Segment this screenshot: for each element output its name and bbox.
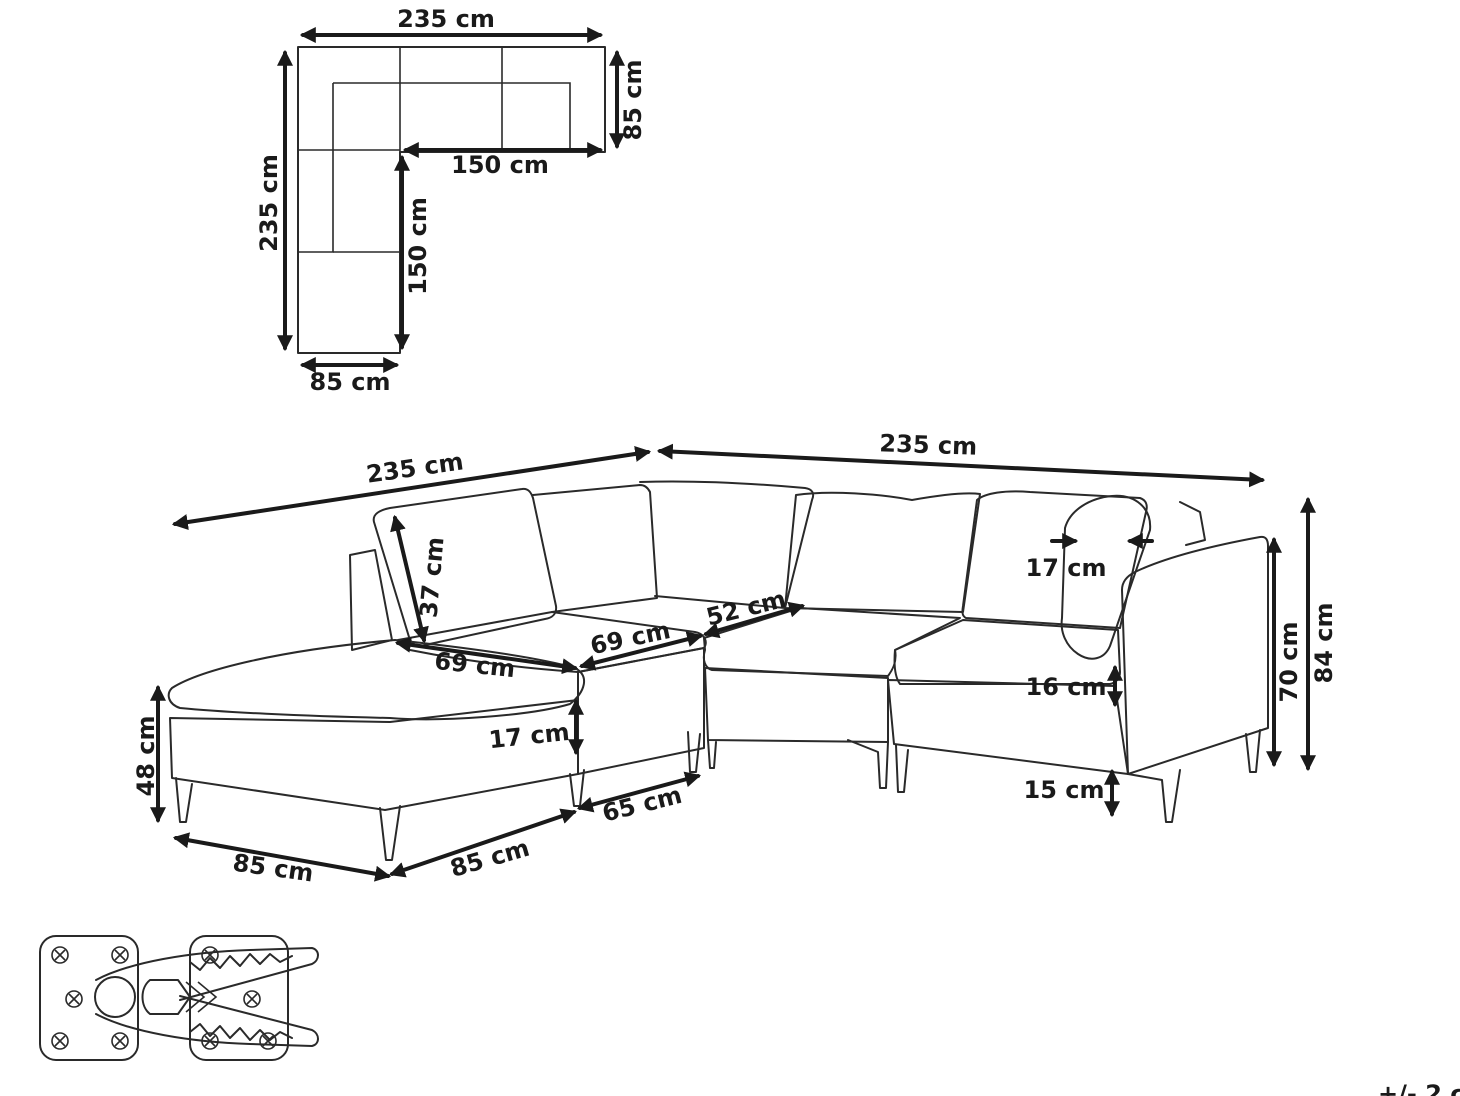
module-depth-label: 65 cm (599, 781, 684, 828)
right-length-arrow (656, 443, 1266, 488)
back-cushion-4 (784, 491, 981, 613)
connector-pivot (94, 976, 136, 1018)
bolster-cushion (1060, 494, 1152, 660)
top-bottom-width-label: 85 cm (310, 368, 391, 396)
top-depth-right-label: 85 cm (619, 60, 647, 141)
top-height-left-label: 235 cm (255, 154, 283, 252)
connector-slot (141, 979, 191, 1015)
ottoman-height-label: 48 cm (132, 716, 160, 797)
back-height-label: 70 cm (1275, 622, 1303, 703)
back-cushion-2 (532, 484, 658, 613)
back-cushion-5 (961, 490, 1148, 629)
seat-depth-left-label: 69 cm (433, 647, 516, 683)
cushion-height-label: 37 cm (415, 536, 450, 619)
left-side-panel (349, 549, 393, 651)
seat-depth-mid-arrow (578, 631, 704, 671)
corner-seat-base (704, 667, 889, 743)
left-length-arrow (171, 446, 652, 530)
ottoman-width-arrow (172, 832, 392, 882)
top-view-plan: 235 cm 85 cm 150 cm 235 cm 150 cm 85 cm (255, 5, 647, 396)
screw-icon (51, 946, 277, 1050)
top-inner-horizontal-label: 150 cm (451, 151, 549, 179)
total-height-label: 84 cm (1310, 603, 1338, 684)
cushion-height-arrow (390, 514, 429, 644)
armrest-width-label: 17 cm (1026, 554, 1107, 582)
ottoman-base-label: 17 cm (487, 718, 570, 754)
ottoman-depth-arrow (388, 808, 578, 878)
connector-teeth-lower (189, 1023, 293, 1041)
top-width-label: 235 cm (397, 5, 495, 33)
ottoman-base (169, 699, 579, 811)
tolerance-note: +/- 2 cm (1378, 1080, 1460, 1096)
connector-clip-drawing (39, 935, 319, 1061)
leg-height-label: 15 cm (1024, 776, 1105, 804)
seat-depth-left-arrow (394, 636, 579, 675)
connector-plate-left (39, 935, 139, 1061)
module-depth-arrow (576, 771, 702, 813)
back-cushion-1 (372, 487, 558, 647)
sofa-perspective: 235 cm 235 cm 37 cm 17 cm 69 cm 69 cm 52… (132, 429, 1338, 887)
right-back-end (1179, 501, 1206, 546)
seat-width-arrow (702, 601, 806, 639)
front-seat-base (577, 647, 705, 775)
connector-arm-upper (95, 947, 319, 1001)
right-length-label: 235 cm (879, 429, 978, 460)
top-inner-vertical-label: 150 cm (404, 197, 432, 295)
connector-arm-lower (95, 995, 319, 1047)
seat-thickness-label: 16 cm (1026, 673, 1107, 701)
right-armrest (1121, 535, 1269, 775)
top-view-outline (297, 46, 606, 354)
ottoman-width-label: 85 cm (231, 849, 315, 888)
